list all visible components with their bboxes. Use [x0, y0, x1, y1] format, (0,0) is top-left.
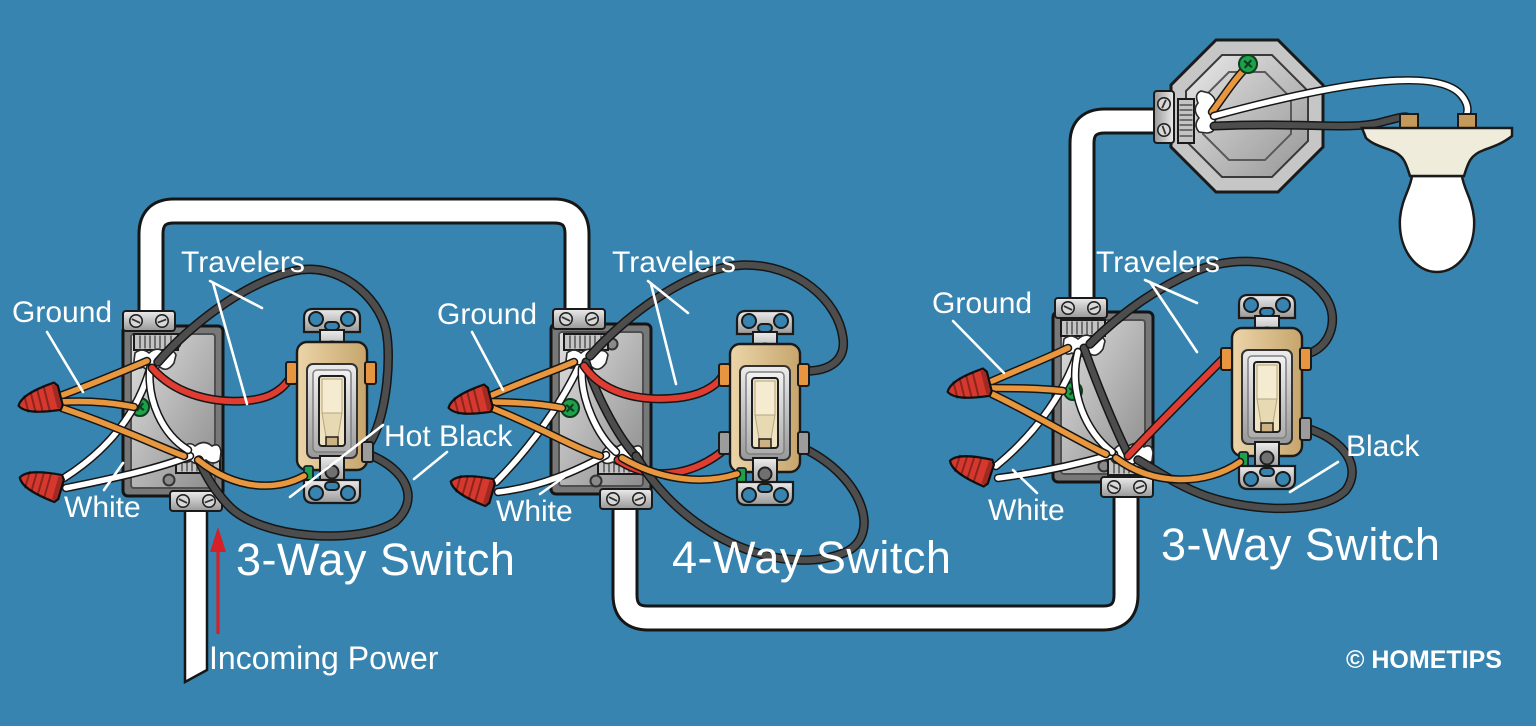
left-box-wires [55, 356, 195, 493]
light-bulb [1360, 113, 1514, 274]
octagon-junction-box [1153, 38, 1325, 194]
label-white-right: White [988, 494, 1065, 527]
title-middle-switch: 4-Way Switch [672, 532, 951, 583]
right-switch-box [943, 297, 1155, 498]
middle-box-wires [485, 357, 639, 497]
left-switch-box [14, 310, 225, 512]
switch-wiring [147, 256, 1357, 565]
copyright-hometips: © HOMETIPS [1346, 646, 1502, 674]
label-ground-middle: Ground [437, 298, 537, 331]
title-right-switch: 3-Way Switch [1161, 519, 1440, 570]
label-hot-black: Hot Black [384, 420, 513, 453]
label-travelers-middle: Travelers [612, 246, 736, 279]
label-ground-right: Ground [932, 287, 1032, 320]
label-white-left: White [64, 491, 141, 524]
ceiling-fixture [1153, 38, 1514, 274]
middle-switch-box [444, 308, 653, 510]
incoming-power-arrow [210, 527, 226, 634]
label-white-middle: White [496, 495, 573, 528]
label-incoming-power: Incoming Power [209, 640, 439, 676]
lamp-holder [1360, 126, 1514, 178]
incoming-power-cable [183, 500, 209, 685]
label-travelers-left: Travelers [181, 246, 305, 279]
diagram-labels: Ground Travelers White 3-Way Switch Inco… [12, 246, 1502, 676]
right-box-wires [985, 343, 1133, 483]
label-pointer-lines [45, 278, 1340, 634]
bulb-glass [1398, 174, 1476, 274]
switch-terminals [285, 347, 1312, 463]
label-black-right: Black [1346, 430, 1420, 463]
label-ground-left: Ground [12, 296, 112, 329]
label-travelers-right: Travelers [1096, 246, 1220, 279]
cable-runs [137, 107, 1174, 685]
title-left-switch: 3-Way Switch [236, 534, 515, 585]
